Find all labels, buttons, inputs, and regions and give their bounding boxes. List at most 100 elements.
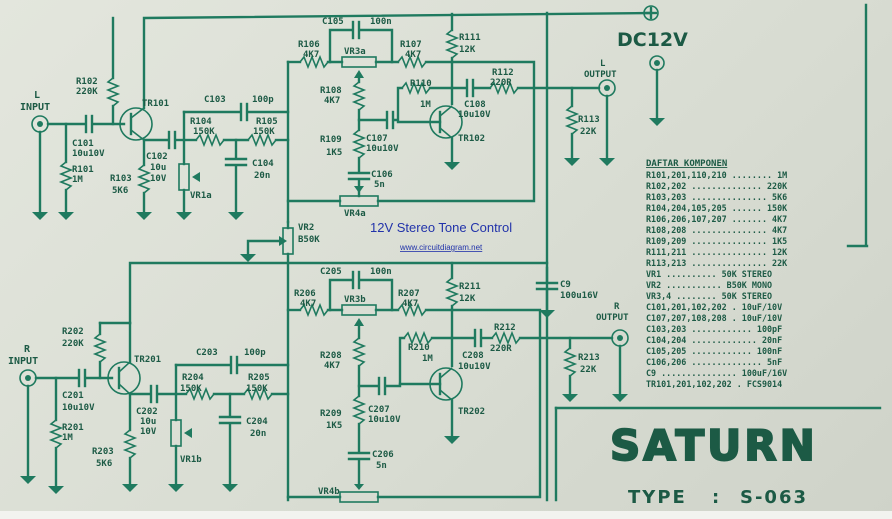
r104-label: R104: [190, 117, 212, 127]
r113-resistor: [564, 105, 580, 135]
r201-value: 1M: [62, 433, 73, 443]
parts-row: C103,203 ............ 100pF: [646, 324, 782, 334]
r211-resistor: [444, 277, 460, 307]
r207-value: 4K7: [402, 299, 418, 309]
c202-label: C202: [136, 407, 158, 417]
vr2-value: B50K: [298, 235, 320, 245]
r113-value: 22K: [580, 127, 597, 137]
r107-value: 4K7: [405, 50, 421, 60]
parts-row: R101,201,110,210 ........ 1M: [646, 170, 787, 180]
r206-label: R206: [294, 289, 316, 299]
r101-value: 1M: [72, 175, 83, 185]
r104-value: 150K: [193, 127, 215, 137]
c104-label: C104: [252, 159, 274, 169]
r110-label: R110: [410, 79, 432, 89]
vr2-label: VR2: [298, 223, 314, 233]
r102-value: 220K: [76, 87, 98, 97]
r203-label: R203: [92, 447, 114, 457]
left-output-label-2: OUTPUT: [584, 70, 617, 80]
parts-row: R102,202 .............. 220K: [646, 181, 788, 191]
parts-row: C101,201,102,202 . 10uF/10V: [646, 302, 782, 312]
c107-value: 10u10V: [366, 144, 399, 154]
parts-row: VR2 ........... B50K MONO: [646, 280, 772, 290]
parts-row: R111,211 ............... 12K: [646, 247, 788, 257]
c9-label: C9: [560, 280, 571, 290]
r107-resistor: [397, 54, 427, 70]
c201-label: C201: [62, 391, 84, 401]
r108-label: R108: [320, 86, 342, 96]
ground-icon: [32, 212, 48, 220]
tr101-label: TR101: [142, 99, 169, 109]
r109-resistor: [351, 129, 367, 159]
vr1b-wiper-icon[interactable]: [184, 428, 192, 438]
r111-label: R111: [459, 33, 481, 43]
vr3b-potentiometer[interactable]: [341, 304, 377, 316]
c104-value: 20n: [254, 171, 270, 181]
tr201-transistor-icon: [107, 361, 141, 395]
r102-resistor: [105, 77, 121, 107]
c207-value: 10u10V: [368, 415, 401, 425]
c108-label: C108: [464, 100, 486, 110]
c208-label: C208: [462, 351, 484, 361]
parts-list-title: DAFTAR KOMPONEN: [646, 159, 727, 169]
c202-voltage: 10V: [140, 427, 157, 437]
r201-resistor: [48, 419, 64, 449]
vr3b-wiper-icon[interactable]: [354, 318, 364, 326]
parts-row: C105,205 ............ 100nF: [646, 346, 782, 356]
ground-icon: [20, 476, 36, 484]
vr4b-potentiometer[interactable]: [339, 491, 379, 503]
bottom-strip: [0, 511, 892, 519]
parts-row: C107,207,108,208 . 10uF/10V: [646, 313, 782, 323]
tr201-emitter: [118, 383, 131, 395]
parts-row: C9 ............... 100uF/16V: [646, 368, 787, 378]
tr202-label: TR202: [458, 407, 485, 417]
c207-label: C207: [368, 405, 390, 415]
c9-value: 100u16V: [560, 291, 599, 301]
ground-icon: [444, 436, 460, 444]
vr1b-potentiometer[interactable]: [170, 419, 182, 447]
r210-label: R210: [408, 343, 430, 353]
c203-value: 100p: [244, 348, 266, 358]
r103-resistor: [136, 164, 152, 194]
ground-icon: [58, 212, 74, 220]
vr3a-wiper-icon[interactable]: [354, 70, 364, 78]
r206-value: 4K7: [300, 299, 316, 309]
wire: [376, 60, 536, 203]
right-input-label-1: R: [24, 344, 31, 355]
c204-label: C204: [246, 417, 268, 427]
r203-resistor: [122, 429, 138, 459]
c108-value: 10u10V: [458, 110, 491, 120]
supply-rail-top: [142, 11, 652, 102]
vr3a-potentiometer[interactable]: [341, 56, 377, 68]
power-label: DC12V: [617, 29, 688, 51]
vr1a-wiper-icon[interactable]: [192, 172, 200, 182]
vr4a-potentiometer[interactable]: [339, 195, 379, 207]
wire: [376, 308, 542, 499]
vr1a-label: VR1a: [190, 191, 212, 201]
ground-icon: [240, 254, 256, 262]
ground-icon: [228, 212, 244, 220]
c102-voltage: 10V: [150, 174, 167, 184]
tr202-collector: [439, 367, 453, 379]
vr1a-potentiometer[interactable]: [178, 163, 190, 191]
c103-label: C103: [204, 95, 226, 105]
parts-row: R108,208 ............... 4K7: [646, 225, 787, 235]
tr101-transistor-icon: [119, 107, 153, 141]
tr201-label: TR201: [134, 355, 161, 365]
r110-resistor: [401, 80, 431, 96]
vr4b-wiper-icon[interactable]: [354, 484, 364, 490]
r209-resistor: [351, 395, 367, 425]
right-output-label-1: R: [614, 302, 620, 312]
tr101-collector: [130, 107, 145, 119]
vr4a-wiper-icon[interactable]: [354, 186, 364, 193]
vr2-wiper-icon[interactable]: [279, 236, 287, 246]
dc-plus-terminal-icon[interactable]: [643, 5, 659, 21]
source-url[interactable]: www.circuitdiagram.net: [399, 243, 483, 252]
r208-resistor: [351, 337, 367, 367]
r212-value: 220R: [490, 344, 512, 354]
r209-label: R209: [320, 409, 342, 419]
c205-label: C205: [320, 267, 342, 277]
c106-value: 5n: [374, 180, 385, 190]
